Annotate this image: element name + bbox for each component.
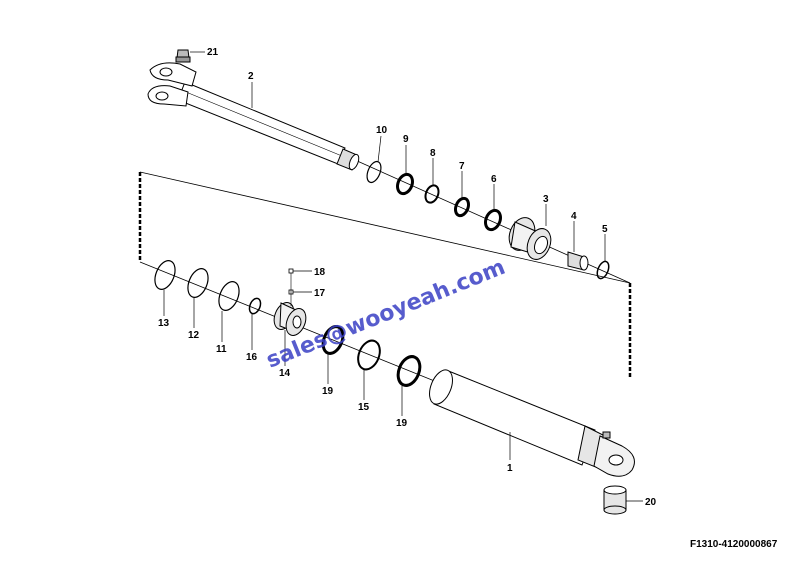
grease-nipple-base [175,56,191,63]
grease-nipple-eye [602,431,611,439]
piston-part [273,302,307,336]
connector-brackets [138,172,632,378]
label-10: 10 [376,125,388,136]
label-15: 15 [358,402,370,413]
label-1: 1 [507,463,513,474]
ball-18-marker [288,268,294,274]
bushing-20-top [603,485,627,495]
piston-seal-15 [357,339,381,371]
label-19a: 19 [322,386,334,397]
wear-ring-19b [396,355,422,387]
label-21: 21 [207,47,219,58]
bushing-20-part [603,485,627,515]
piston-rod-part [147,49,360,171]
seal-ring-8 [424,184,440,204]
label-16: 16 [246,352,258,363]
cylinder-head-bore [533,235,549,255]
label-13: 13 [158,318,170,329]
o-ring-11 [218,281,240,311]
label-2: 2 [248,71,254,82]
piston-bore [292,315,302,329]
snap-ring-5 [596,260,610,280]
label-14: 14 [279,368,291,379]
label-9: 9 [403,134,409,145]
clevis-lower-hole [155,91,169,101]
label-17: 17 [314,288,326,299]
seal-ring-9 [396,172,414,196]
leader-10 [377,135,382,163]
label-5: 5 [602,224,608,235]
piston-rod-end [348,153,360,171]
backup-ring-12 [187,268,209,298]
label-7: 7 [459,161,465,172]
piston-seals [321,325,422,387]
o-ring-16 [248,297,262,315]
label-18: 18 [314,267,326,278]
seal-ring-7 [453,196,471,218]
clevis-upper-ear [149,62,197,87]
seal-ring-6 [484,208,502,232]
cylinder-eye-hole [608,454,624,466]
head-bushing-part [567,251,589,271]
cylinder-tube-body [433,369,596,466]
label-12: 12 [188,330,200,341]
bushing-20-bottom [603,505,627,515]
leader-lines [163,51,643,502]
cylinder-head-part [508,217,552,260]
label-11: 11 [216,344,227,355]
part-labels: 21 2 10 9 8 7 6 3 4 5 18 17 13 12 11 16 … [158,47,657,508]
o-ring-13 [154,260,176,290]
clevis-upper-hole [159,67,173,77]
cylinder-tube-part [429,369,635,477]
piston-rod-highlight [185,91,343,157]
label-8: 8 [430,148,436,159]
piston-side-rings [154,260,262,315]
bushing-4-end [579,255,589,271]
rod-seals [366,160,502,232]
label-3: 3 [543,194,549,205]
wear-ring-19a [321,325,345,355]
cylinder-tube-open-end [429,369,453,405]
drawing-code: F1310-4120000867 [690,539,778,550]
label-6: 6 [491,174,497,185]
label-19b: 19 [396,418,408,429]
seal-ring-10 [366,160,382,184]
label-20: 20 [645,497,657,508]
connector-top-line [139,171,631,284]
label-4: 4 [571,211,577,222]
